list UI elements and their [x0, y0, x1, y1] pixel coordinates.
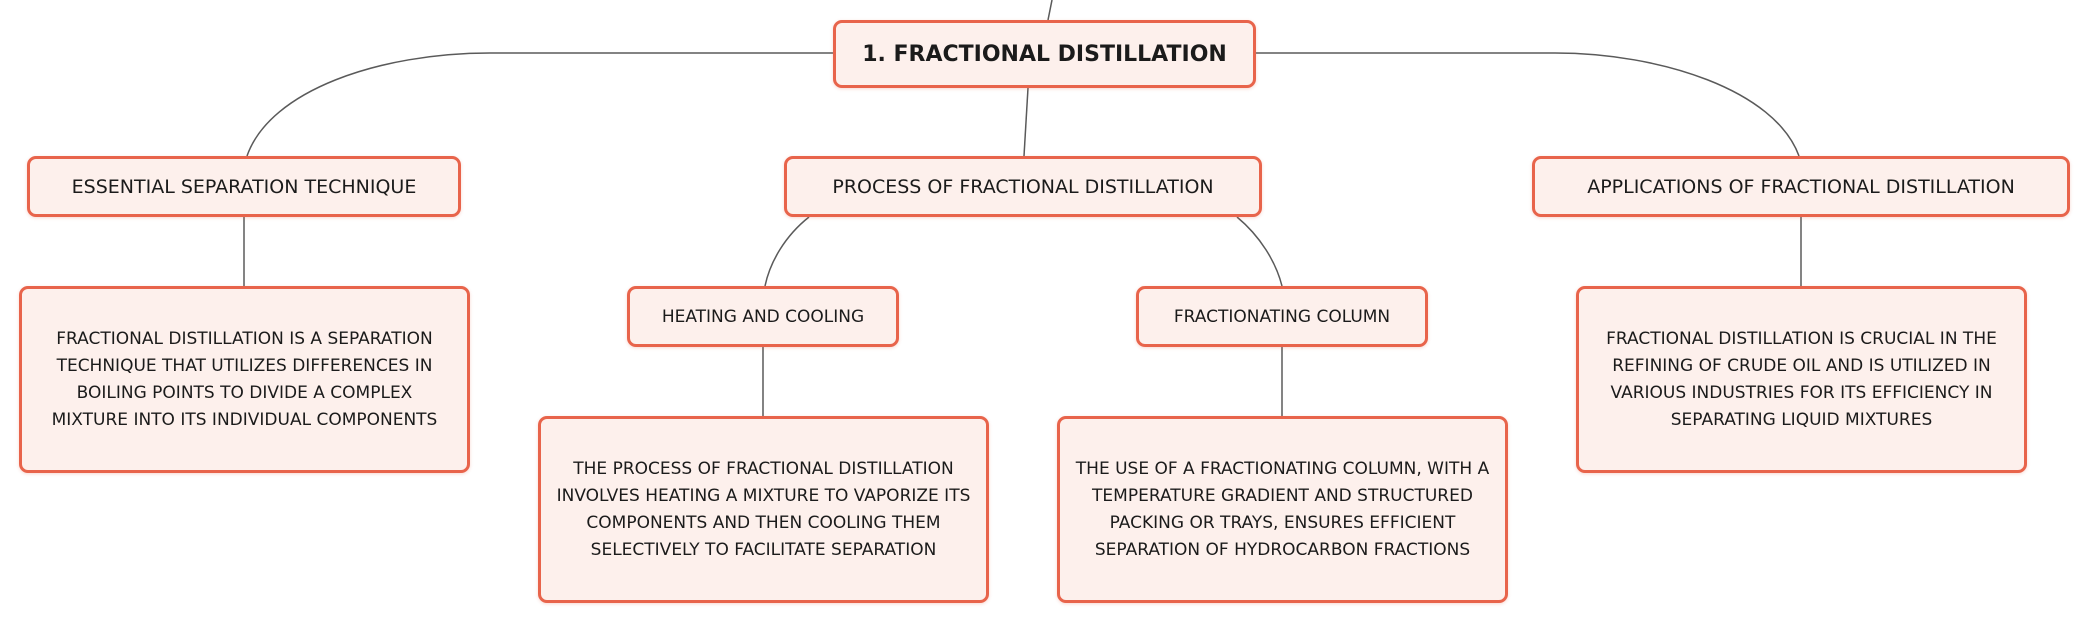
detail-node-text: THE USE OF A FRACTIONATING COLUMN, WITH …: [1075, 458, 1490, 560]
sub-node-heating-and-cooling[interactable]: HEATING AND COOLING: [627, 286, 899, 347]
connector-root-to-process: [1023, 87, 1029, 157]
branch-node-process[interactable]: PROCESS OF FRACTIONAL DISTILLATION: [784, 156, 1262, 217]
detail-node-heating-and-cooling[interactable]: THE PROCESS OF FRACTIONAL DISTILLATION I…: [538, 416, 989, 603]
connector-incoming-root: [1047, 0, 1053, 21]
connector-process-to-heating: [764, 216, 810, 287]
detail-node-essential-separation[interactable]: FRACTIONAL DISTILLATION IS A SEPARATION …: [19, 286, 470, 473]
branch-node-essential-separation[interactable]: ESSENTIAL SEPARATION TECHNIQUE: [27, 156, 461, 217]
branch-node-label: ESSENTIAL SEPARATION TECHNIQUE: [71, 175, 417, 198]
branch-node-label: APPLICATIONS OF FRACTIONAL DISTILLATION: [1587, 175, 2015, 198]
connector-root-to-applications: [1256, 52, 1800, 157]
root-node-label: 1. FRACTIONAL DISTILLATION: [862, 41, 1227, 67]
sub-node-label: HEATING AND COOLING: [661, 306, 865, 327]
detail-node-text: THE PROCESS OF FRACTIONAL DISTILLATION I…: [556, 458, 971, 560]
detail-node-text: FRACTIONAL DISTILLATION IS A SEPARATION …: [51, 328, 438, 430]
connector-root-to-essential: [246, 52, 833, 157]
detail-node-applications[interactable]: FRACTIONAL DISTILLATION IS CRUCIAL IN TH…: [1576, 286, 2027, 473]
branch-node-applications[interactable]: APPLICATIONS OF FRACTIONAL DISTILLATION: [1532, 156, 2070, 217]
sub-node-label: FRACTIONATING COLUMN: [1173, 306, 1391, 327]
root-node-fractional-distillation[interactable]: 1. FRACTIONAL DISTILLATION: [833, 20, 1256, 88]
detail-node-fractionating-column[interactable]: THE USE OF A FRACTIONATING COLUMN, WITH …: [1057, 416, 1508, 603]
branch-node-label: PROCESS OF FRACTIONAL DISTILLATION: [832, 175, 1214, 198]
sub-node-fractionating-column[interactable]: FRACTIONATING COLUMN: [1136, 286, 1428, 347]
connector-process-to-column: [1236, 216, 1283, 287]
detail-node-text: FRACTIONAL DISTILLATION IS CRUCIAL IN TH…: [1606, 328, 1997, 430]
